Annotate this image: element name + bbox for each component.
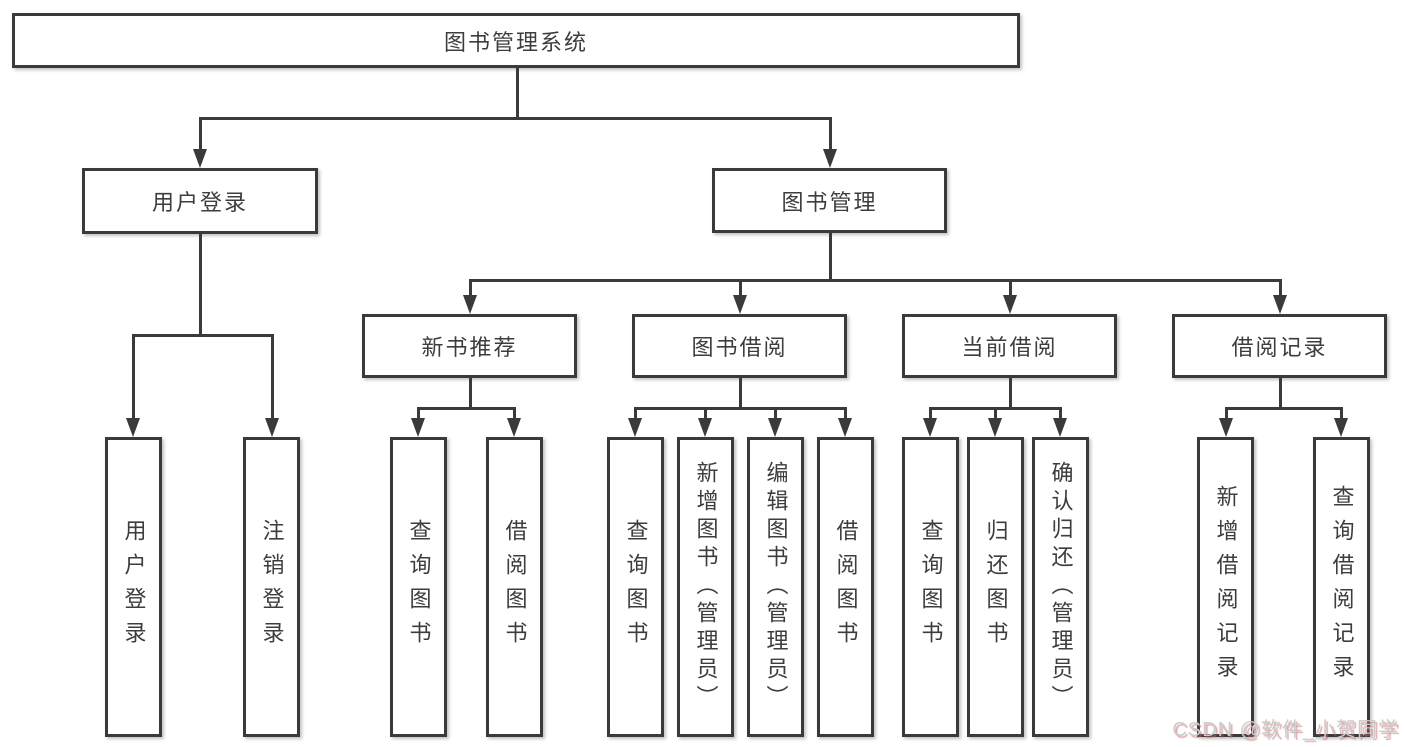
connector-line [132,334,135,422]
connector-arrowhead [1003,295,1017,314]
connector-line [469,378,472,409]
node-book-borrowing: 图书借阅 [632,314,847,378]
connector-line [199,117,831,120]
node-borrowing-records: 借阅记录 [1172,314,1387,378]
connector-arrowhead [823,149,837,168]
node-label: 图书借阅 [691,335,788,360]
connector-arrowhead [507,418,521,437]
leaf-user-login: 用户登录 [105,437,162,737]
leaf-label: 新增图书（管理员） [693,461,719,713]
connector-line [1009,279,1012,299]
connector-arrowhead [1334,418,1348,437]
leaf-label: 注销登录 [259,519,285,655]
connector-line [469,279,1282,282]
connector-line [1279,279,1282,299]
connector-line [1279,378,1282,409]
node-library-management-system: 图书管理系统 [12,13,1020,68]
connector-line [634,407,847,410]
leaf-label: 用户登录 [121,519,147,655]
connector-line [199,233,202,336]
leaf-add-borrow-record: 新增借阅记录 [1197,437,1254,737]
connector-line [829,117,832,153]
leaf-label: 确认归还（管理员） [1048,461,1074,713]
connector-line [132,334,274,337]
leaf-label: 新增借阅记录 [1213,485,1239,689]
node-label: 借阅记录 [1231,335,1328,360]
connector-line [516,67,519,119]
leaf-label: 借阅图书 [502,519,528,655]
leaf-confirm-return-admin: 确认归还（管理员） [1032,437,1089,737]
connector-line [704,407,707,421]
leaf-query-borrow-record: 查询借阅记录 [1313,437,1370,737]
connector-arrowhead [988,418,1002,437]
leaf-label: 查询图书 [623,519,649,655]
connector-line [1225,407,1343,410]
connector-line [1225,407,1228,421]
leaf-label: 归还图书 [983,519,1009,655]
leaf-borrow-books: 借阅图书 [817,437,874,737]
leaf-add-books-admin: 新增图书（管理员） [677,437,734,737]
leaf-label: 查询借阅记录 [1329,485,1355,689]
leaf-label: 查询图书 [406,519,432,655]
connector-arrowhead [411,418,425,437]
connector-line [513,407,516,421]
connector-line [739,378,742,409]
connector-line [271,334,274,422]
connector-line [1059,407,1062,421]
leaf-label: 借阅图书 [833,519,859,655]
node-new-book-recommendation: 新书推荐 [362,314,577,378]
connector-arrowhead [628,418,642,437]
leaf-borrow-books-recommend: 借阅图书 [486,437,543,737]
connector-line [929,407,932,421]
leaf-return-books: 归还图书 [967,437,1024,737]
connector-line [844,407,847,421]
connector-line [469,279,472,299]
connector-arrowhead [698,418,712,437]
leaf-label: 编辑图书（管理员） [763,461,789,713]
connector-arrowhead [768,418,782,437]
node-label: 新书推荐 [421,335,518,360]
connector-arrowhead [1053,418,1067,437]
connector-line [829,232,832,282]
connector-arrowhead [923,418,937,437]
connector-arrowhead [126,418,140,437]
node-book-management: 图书管理 [712,168,947,233]
connector-arrowhead [1273,295,1287,314]
connector-line [1340,407,1343,421]
connector-arrowhead [838,418,852,437]
leaf-logout: 注销登录 [243,437,300,737]
csdn-watermark: CSDN @软件_小贺同学 [1172,719,1399,741]
connector-line [417,407,420,421]
node-label: 图书管理 [781,189,878,215]
connector-line [199,117,202,153]
connector-line [994,407,997,421]
connector-line [739,279,742,299]
connector-arrowhead [193,149,207,168]
connector-arrowhead [733,295,747,314]
leaf-label: 查询图书 [918,519,944,655]
node-user-login: 用户登录 [82,168,318,234]
leaf-query-books-borrowing: 查询图书 [607,437,664,737]
connector-line [1009,378,1012,409]
node-label: 图书管理系统 [443,29,588,55]
connector-arrowhead [463,295,477,314]
leaf-query-books-current: 查询图书 [902,437,959,737]
connector-line [417,407,516,410]
leaf-query-books-recommend: 查询图书 [390,437,447,737]
connector-line [634,407,637,421]
connector-line [774,407,777,421]
leaf-edit-books-admin: 编辑图书（管理员） [747,437,804,737]
node-label: 当前借阅 [961,335,1058,360]
node-current-borrowing: 当前借阅 [902,314,1117,378]
connector-arrowhead [265,418,279,437]
node-label: 用户登录 [151,190,248,215]
connector-arrowhead [1219,418,1233,437]
